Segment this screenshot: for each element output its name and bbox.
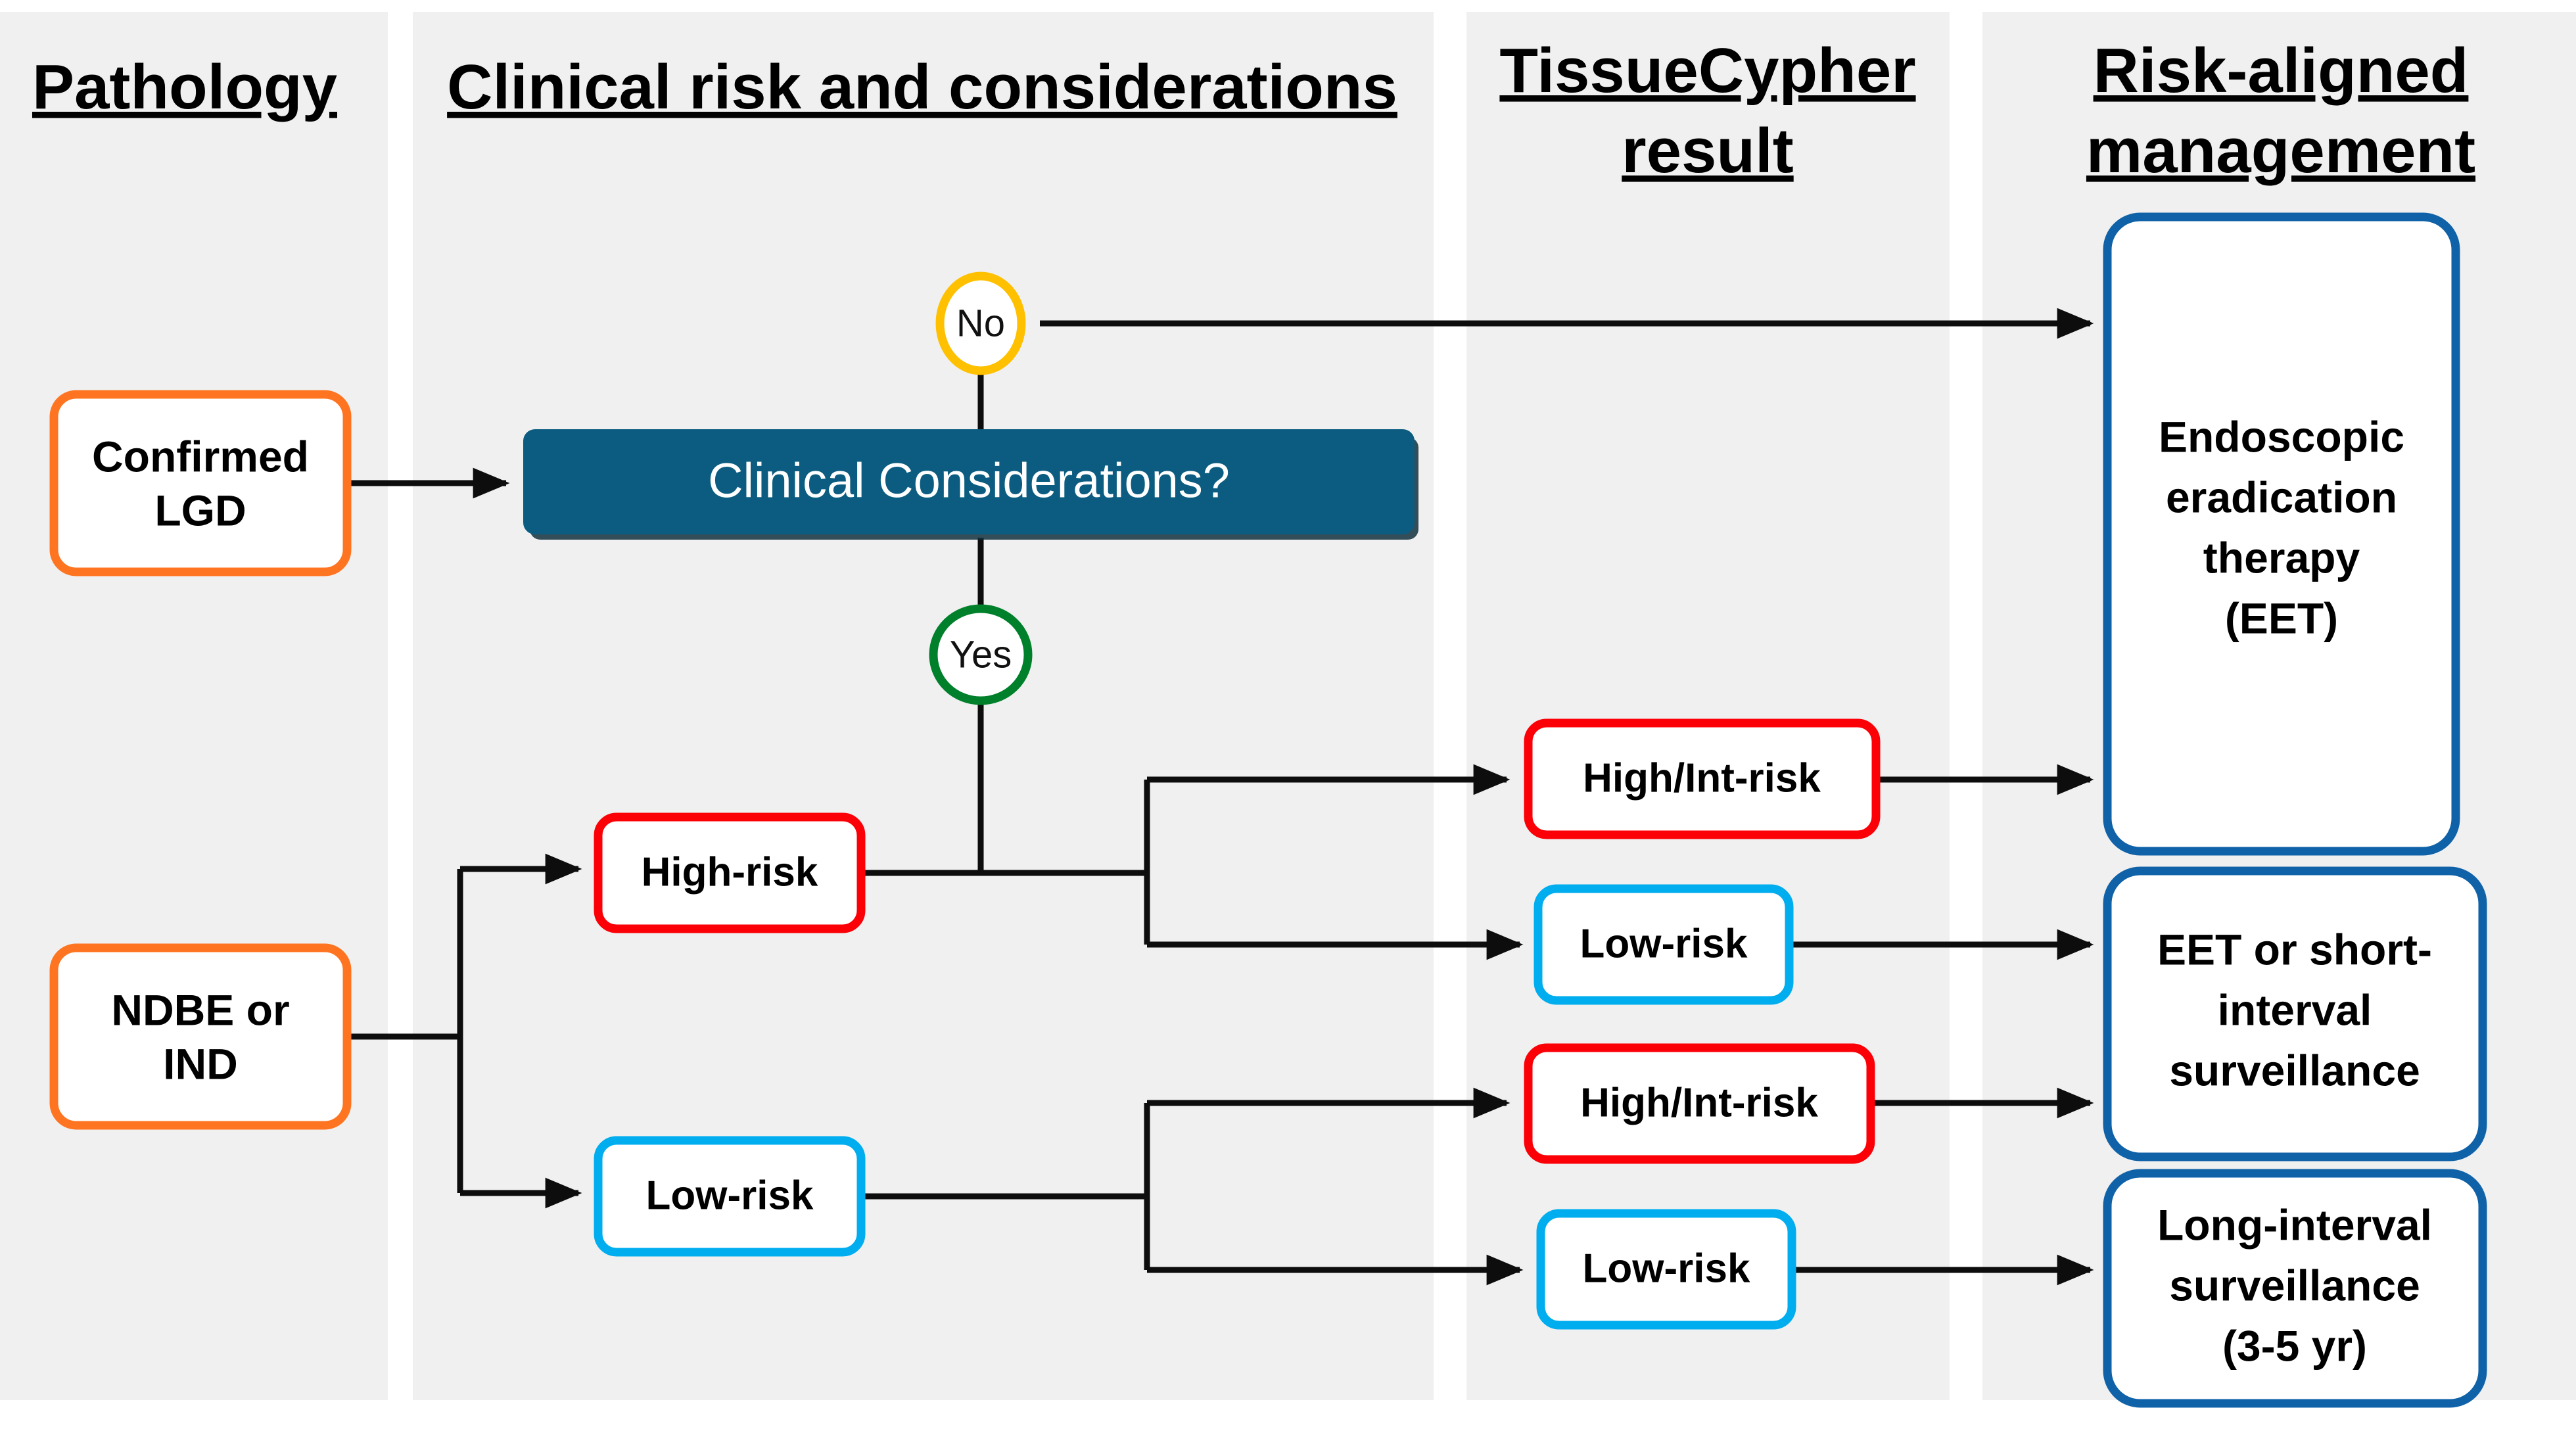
ndbe-ind-label-line2: IND	[163, 1039, 238, 1088]
mgmt-eet-or-short-label-line3: surveillance	[2169, 1046, 2420, 1094]
ndbe-ind-label-line1: NDBE or	[111, 985, 289, 1034]
ndbe-ind-box[interactable]	[49, 943, 352, 1130]
badge-yes[interactable]: Yes	[929, 604, 1033, 705]
node-tc-high-int-1[interactable]: High/Int-risk	[1524, 718, 1881, 839]
tc-low-1-label: Low-risk	[1580, 921, 1748, 966]
node-mgmt-eet[interactable]: Endoscopic eradication therapy (EET)	[2103, 212, 2460, 856]
tc-high-int-1-box[interactable]	[1524, 718, 1881, 839]
confirmed-lgd-box[interactable]	[49, 390, 352, 576]
node-confirmed-lgd[interactable]: Confirmed LGD	[49, 390, 352, 576]
yes-badge-label: Yes	[950, 633, 1012, 676]
tc-low-2-box[interactable]	[1536, 1209, 1796, 1330]
node-ndbe-ind[interactable]: NDBE or IND	[49, 943, 352, 1130]
clinical-considerations-label: Clinical Considerations?	[708, 454, 1230, 508]
node-clinical-high-risk[interactable]: High-risk	[594, 812, 866, 933]
node-mgmt-eet-or-short[interactable]: EET or short- interval surveillance	[2103, 866, 2487, 1161]
node-tc-high-int-2[interactable]: High/Int-risk	[1524, 1043, 1875, 1164]
mgmt-eet-box[interactable]	[2103, 212, 2460, 856]
mgmt-eet-label-line1: Endoscopic	[2159, 412, 2404, 461]
band-clinical	[413, 12, 1434, 1400]
band-pathology	[0, 12, 388, 1400]
node-tc-low-1[interactable]: Low-risk	[1534, 884, 1794, 1005]
mgmt-long-interval-label-line3: (3-5 yr)	[2222, 1321, 2367, 1370]
column-title-management-line1: Risk-aligned	[2094, 35, 2469, 106]
node-mgmt-long-interval[interactable]: Long-interval surveillance (3-5 yr)	[2103, 1169, 2487, 1408]
mgmt-eet-label-line2: eradication	[2166, 473, 2397, 521]
mgmt-eet-label-line4: (EET)	[2225, 594, 2338, 642]
column-title-pathology: Pathology	[32, 52, 337, 122]
tc-high-int-1-label: High/Int-risk	[1583, 755, 1821, 801]
mgmt-long-interval-box[interactable]	[2103, 1169, 2487, 1408]
mgmt-eet-or-short-label-line2: interval	[2218, 985, 2372, 1034]
band-tissuecypher	[1466, 12, 1950, 1400]
tc-low-2-label: Low-risk	[1583, 1246, 1750, 1291]
badge-no[interactable]: No	[935, 271, 1026, 375]
mgmt-eet-label-line3: therapy	[2203, 533, 2360, 582]
clinical-low-risk-box[interactable]	[594, 1136, 866, 1257]
connectors	[347, 308, 2094, 1286]
tc-low-1-box[interactable]	[1534, 884, 1794, 1005]
tc-high-int-2-box[interactable]	[1524, 1043, 1875, 1164]
mgmt-long-interval-label-line2: surveillance	[2169, 1261, 2420, 1309]
node-tc-low-2[interactable]: Low-risk	[1536, 1209, 1796, 1330]
confirmed-lgd-label-line1: Confirmed	[92, 432, 309, 480]
mgmt-eet-or-short-label-line1: EET or short-	[2157, 925, 2432, 973]
clinical-high-risk-label: High-risk	[642, 849, 818, 895]
clinical-considerations-box[interactable]	[523, 429, 1415, 534]
yes-badge-circle[interactable]	[929, 604, 1033, 705]
tc-high-int-2-label: High/Int-risk	[1580, 1080, 1818, 1125]
column-title-clinical: Clinical risk and considerations	[447, 52, 1397, 122]
column-titles: Pathology Clinical risk and consideratio…	[32, 35, 2475, 186]
mgmt-eet-or-short-box[interactable]	[2103, 866, 2487, 1161]
column-title-tissuecypher-line1: TissueCypher	[1499, 35, 1915, 106]
column-title-tissuecypher-line2: result	[1622, 116, 1793, 186]
clinical-low-risk-label: Low-risk	[646, 1173, 814, 1218]
confirmed-lgd-label-line2: LGD	[154, 486, 246, 534]
no-badge-circle[interactable]	[935, 271, 1026, 375]
node-clinical-considerations[interactable]: Clinical Considerations?	[523, 429, 1418, 540]
no-badge-label: No	[956, 302, 1005, 344]
column-title-management-line2: management	[2086, 116, 2475, 186]
clinical-high-risk-box[interactable]	[594, 812, 866, 933]
mgmt-long-interval-label-line1: Long-interval	[2157, 1200, 2432, 1249]
node-clinical-low-risk[interactable]: Low-risk	[594, 1136, 866, 1257]
